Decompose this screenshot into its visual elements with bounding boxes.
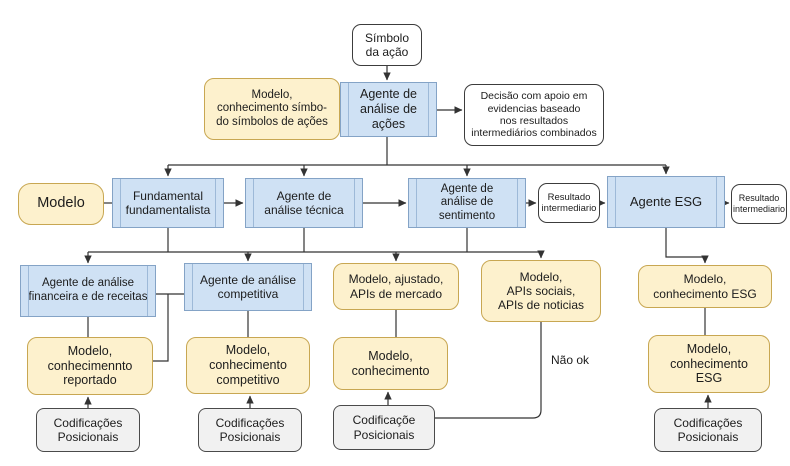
node-agente-analise-competitiva: Agente de análise competitiva <box>184 263 312 311</box>
node-agente-fundamentalista: Fundamental fundamentalista <box>112 178 224 228</box>
node-modelo-conhecimento-esg-1: Modelo, conhecimento ESG <box>638 265 772 308</box>
node-codificacoes-posicionais-1: Codificações Posicionais <box>36 408 140 452</box>
node-modelo-ajustado-apis-mercado: Modelo, ajustado, APIs de mercado <box>333 263 459 310</box>
node-agente-analise-sentimento: Agente de análise de sentimento <box>408 178 526 228</box>
node-modelo-conhecimento-competitivo: Modelo, conhecimento competitivo <box>186 337 310 394</box>
node-agente-analise-financeira: Agente de análise financeira e de receit… <box>20 265 156 317</box>
node-modelo-conhecimento-reportado: Modelo, conhecimennto reportado <box>27 337 153 395</box>
edge-label-nao-ok: Não ok <box>551 353 590 367</box>
node-modelo: Modelo <box>18 183 104 225</box>
node-codificacoes-posicionais-4: Codificações Posicionais <box>654 408 762 452</box>
node-resultado-intermediario-1: Resultado intermediario <box>538 183 600 223</box>
node-decisao: Decisão com apoio em evidencias baseado … <box>464 84 604 146</box>
node-agente-esg: Agente ESG <box>607 176 725 228</box>
node-agente-analise-acoes: Agente de análise de ações <box>340 82 437 137</box>
node-modelo-apis-sociais: Modelo, APIs sociais, APIs de noticias <box>481 260 601 322</box>
node-simbolo-da-acao: Símbolo da ação <box>352 24 422 66</box>
node-modelo-conhecimento-simbolos: Modelo, conhecimento símbo- do símbolos … <box>204 78 340 140</box>
node-codificacoes-posicionais-2: Codificações Posicionais <box>198 408 302 452</box>
node-resultado-intermediario-2: Resultado intermediario <box>731 184 787 224</box>
node-codificacoes-posicionais-3: Codificaçõe Posicionais <box>333 405 435 450</box>
node-modelo-conhecimento-esg-2: Modelo, conhecimento ESG <box>648 335 770 393</box>
node-modelo-conhecimento: Modelo, conhecimento <box>333 337 448 390</box>
node-agente-analise-tecnica: Agente de análise técnica <box>245 178 363 228</box>
